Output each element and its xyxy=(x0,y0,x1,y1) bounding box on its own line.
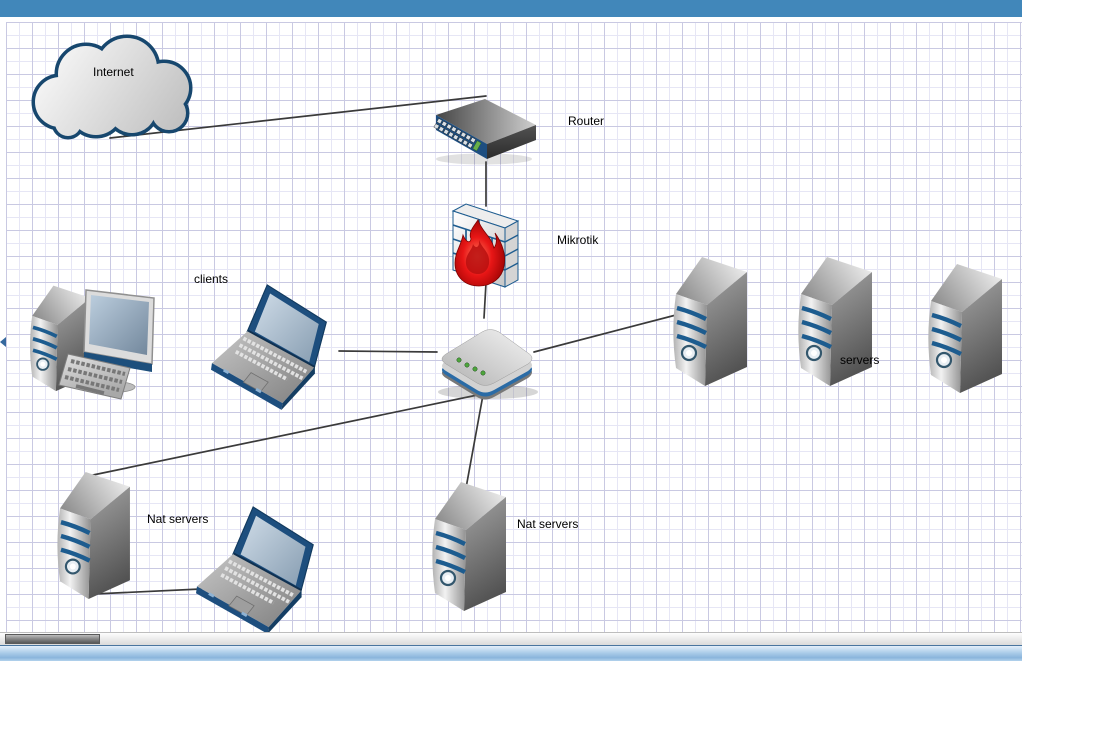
nat-server-2-label: Nat servers xyxy=(517,517,579,531)
client-laptop[interactable] xyxy=(211,283,329,410)
router-switch[interactable] xyxy=(433,98,537,165)
nat-server-1[interactable] xyxy=(57,472,130,599)
mikrotik-firewall-label: Mikrotik xyxy=(557,233,599,247)
router-switch-label: Router xyxy=(568,114,605,128)
server-1[interactable] xyxy=(673,257,747,386)
nat-server-2[interactable] xyxy=(432,482,506,611)
horizontal-scrollbar-thumb[interactable] xyxy=(5,634,100,644)
top-toolbar-bar xyxy=(0,0,1022,17)
client-desktop[interactable] xyxy=(30,286,154,399)
client-desktop-label: clients xyxy=(194,272,229,286)
edge-core-natserver1[interactable] xyxy=(92,392,488,476)
bottom-status-bar xyxy=(0,645,1022,661)
horizontal-scrollbar[interactable] xyxy=(0,632,1022,645)
internet-cloud[interactable] xyxy=(35,38,189,136)
nat-server-1-label: Nat servers xyxy=(147,512,209,526)
nodes-layer xyxy=(30,38,1002,632)
edge-core-natserver2[interactable] xyxy=(465,394,484,489)
internet-cloud-label: Internet xyxy=(93,65,134,79)
edge-laptop-core[interactable] xyxy=(338,350,438,353)
server-3[interactable] xyxy=(928,264,1002,393)
nat-laptop[interactable] xyxy=(196,505,316,632)
core-router[interactable] xyxy=(437,329,539,400)
edge-natserver1-natlaptop[interactable] xyxy=(93,588,202,595)
server-2-label: servers xyxy=(840,353,880,367)
edge-core-server1[interactable] xyxy=(533,314,677,353)
mikrotik-firewall[interactable] xyxy=(452,203,519,288)
diagram-svg xyxy=(6,22,1022,632)
collapse-panel-arrow-icon[interactable] xyxy=(0,337,6,347)
edge-firewall-core[interactable] xyxy=(483,282,487,319)
